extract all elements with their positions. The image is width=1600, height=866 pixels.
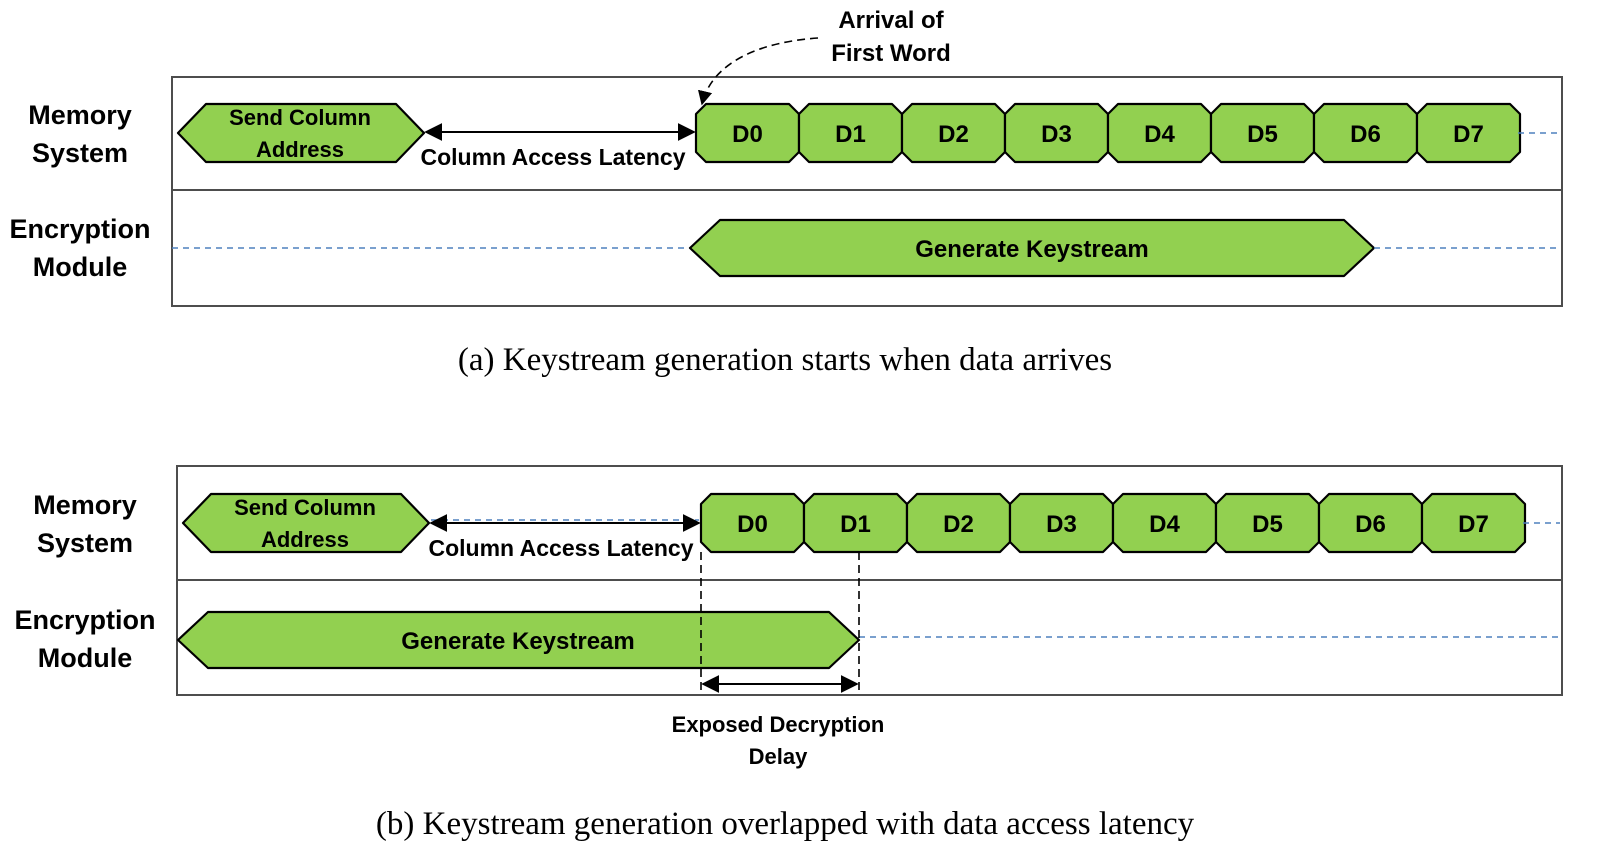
panel-b-word-2-label: D2 [943,511,974,538]
panel-a-caption: (a) Keystream generation starts when dat… [458,342,1112,378]
panel-a: Memory System Encryption Module Send Col… [9,7,1563,378]
panel-b-word-5-label: D5 [1252,511,1283,538]
panel-b-word-7-label: D7 [1458,511,1489,538]
panel-b-memory-label-2: System [37,528,133,558]
panel-a-annotation-arrow [698,37,819,106]
panel-b-keystream-shape [176,610,861,670]
panel-b-keystream-label: Generate Keystream [401,628,634,655]
panel-b-data-words: D0 D1 D2 D3 D4 D5 D6 D7 [699,492,1527,554]
panel-b-word-4-label: D4 [1149,511,1180,538]
panel-a-send-column-shape [176,102,426,164]
panel-b-send-column-label-1: Send Column [234,495,376,520]
panel-b-word-0-label: D0 [737,511,768,538]
panel-b-memory-label-1: Memory [33,490,137,520]
panel-a-word-6-label: D6 [1350,121,1381,148]
panel-b-annotation-1: Exposed Decryption [672,712,885,737]
panel-a-encryption-label-2: Module [33,252,128,282]
panel-b-caption: (b) Keystream generation overlapped with… [376,806,1195,842]
panel-b-send-column-label-2: Address [261,527,349,552]
panel-a-word-0-label: D0 [732,121,763,148]
panel-b-encryption-label-1: Encryption [14,605,155,635]
panel-a-annotation-2: First Word [831,40,951,67]
panel-b-encryption-label-2: Module [38,643,133,673]
panel-a-word-3-label: D3 [1041,121,1072,148]
panel-a-keystream-label: Generate Keystream [915,236,1148,263]
panel-b-annotation-2: Delay [749,744,808,769]
panel-a-annotation-1: Arrival of [838,7,944,34]
panel-a-word-1-label: D1 [835,121,866,148]
panel-a-send-column-label-1: Send Column [229,105,371,130]
panel-b-word-6-label: D6 [1355,511,1386,538]
panel-a-send-column-label-2: Address [256,137,344,162]
panel-b-word-3-label: D3 [1046,511,1077,538]
panel-a-memory-label-2: System [32,138,128,168]
panel-b-latency-label: Column Access Latency [428,535,693,561]
panel-a-memory-label-1: Memory [28,100,132,130]
panel-a-word-4-label: D4 [1144,121,1175,148]
panel-a-word-7-shape [1415,102,1522,164]
panel-b-word-7-shape [1420,492,1527,554]
panel-b-word-1-label: D1 [840,511,871,538]
panel-b: Memory System Encryption Module Send Col… [14,465,1563,842]
panel-a-word-2-label: D2 [938,121,969,148]
panel-a-encryption-label-1: Encryption [9,214,150,244]
panel-a-word-5-label: D5 [1247,121,1278,148]
panel-b-send-column-shape [181,492,431,554]
panel-a-latency-label: Column Access Latency [420,144,685,170]
panel-a-data-words: D0 D1 D2 D3 D4 D5 D6 D7 [694,102,1522,164]
panel-a-word-7-label: D7 [1453,121,1484,148]
